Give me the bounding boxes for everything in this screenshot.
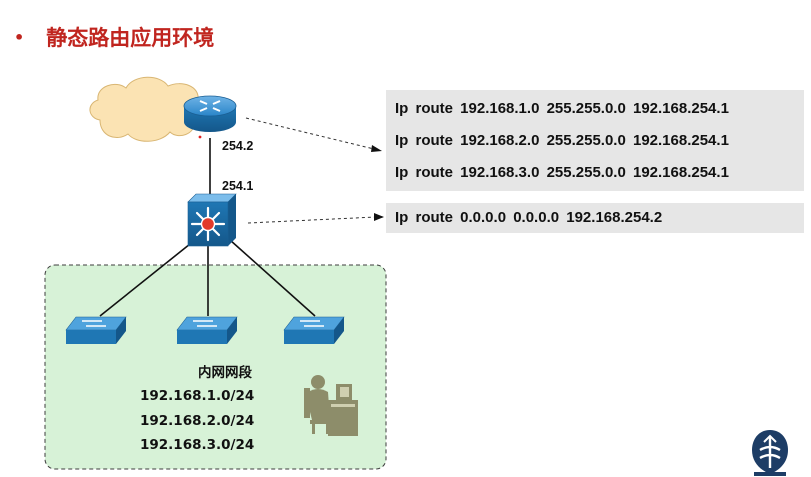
lan-area [44,264,387,470]
switch-routes-box: Ip route 0.0.0.0 0.0.0.0 192.168.254.2 [386,203,804,233]
router-ip-label: 254.2 [222,139,254,153]
route-line: Ip route 0.0.0.0 0.0.0.0 192.168.254.2 [395,209,663,226]
title-bullet: • [14,27,25,47]
segment-line: 192.168.1.0/24 [140,388,255,404]
workstation-icon [304,375,358,436]
segment-title: 内网网段 [198,365,252,381]
switch-icon [176,316,238,344]
switch-route-arrow [247,216,377,224]
route-line: Ip route 192.168.3.0 255.255.0.0 192.168… [395,164,729,181]
switch-arrow-head [374,213,384,221]
router-routes-box: Ip route 192.168.1.0 255.255.0.0 192.168… [386,90,804,191]
router-route-arrow [245,117,375,150]
switch-left-link [99,239,196,317]
title-text: 静态路由应用环境 [46,26,215,50]
links [99,138,316,317]
layer3-switch-icon [187,193,237,247]
route-line: Ip route 192.168.2.0 255.255.0.0 192.168… [395,132,729,149]
access-switches [65,316,345,344]
internal-segments: 内网网段 192.168.1.0/24 192.168.2.0/24 192.1… [140,362,270,458]
router-arrow-head [371,145,382,152]
segment-line: 192.168.2.0/24 [140,412,255,429]
slide-title: • 静态路由应用环境 [14,22,214,52]
switch-icon [283,316,345,344]
switch-icon [65,316,127,344]
route-arrows [245,117,377,224]
logo-icon [752,430,788,476]
switch-ip-label: 254.1 [222,179,254,193]
segment-line: 192.168.3.0/24 [140,437,255,453]
switch-right-link [229,239,316,317]
router-icon [183,95,237,139]
route-line: Ip route 192.168.1.0 255.255.0.0 192.168… [395,100,729,117]
